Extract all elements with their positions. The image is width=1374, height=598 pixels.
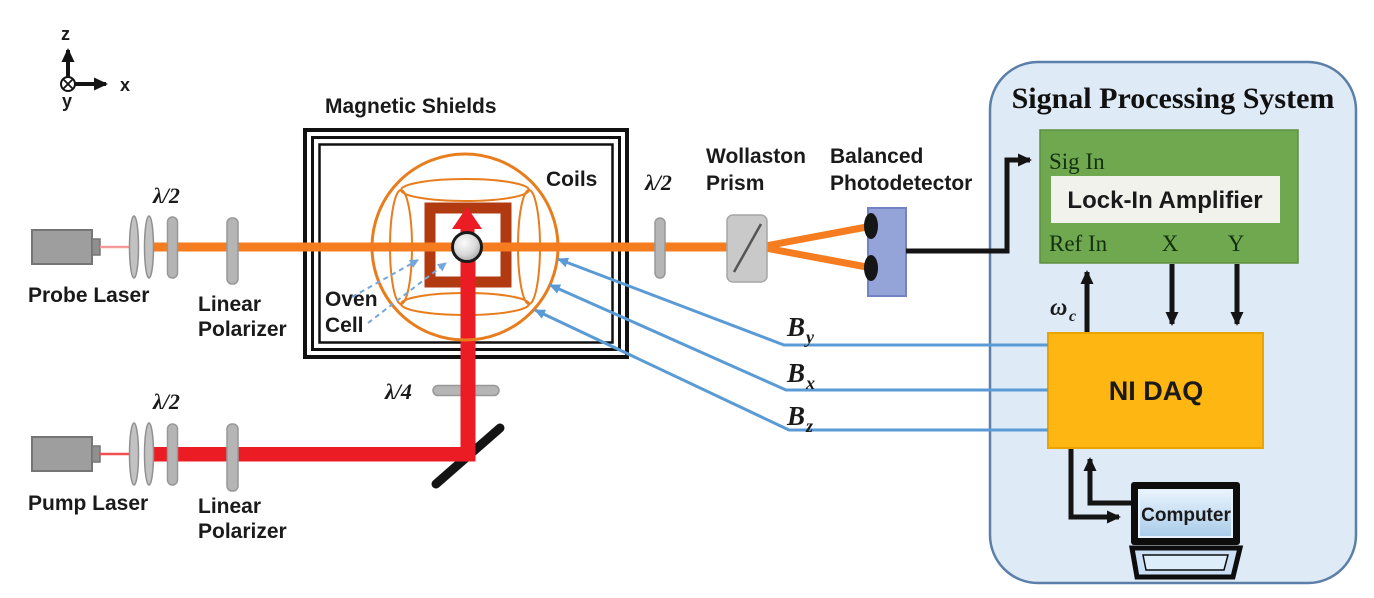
z-axis-label: z — [61, 24, 70, 44]
computer: Computer — [1129, 482, 1244, 580]
bx-symbol: B — [786, 358, 805, 388]
lockin-sig-in-label: Sig In — [1049, 149, 1105, 174]
oven-label: Oven — [325, 288, 378, 311]
computer-label: Computer — [1141, 505, 1231, 526]
lockin-y-output-label: Y — [1228, 231, 1245, 256]
pump-arm: λ/2 λ/4 Pump Laser Linear Polarizer — [28, 247, 505, 543]
detection-hwp-label: λ/2 — [644, 170, 672, 195]
probe-laser-label: Probe Laser — [28, 284, 149, 307]
probe-arm: λ/2 Probe Laser Linear Polarizer — [28, 183, 873, 341]
vapor-cell — [451, 231, 483, 263]
vapor-cell-group — [451, 207, 483, 263]
cell-label: Cell — [325, 314, 364, 337]
bx-subscript: x — [805, 373, 815, 393]
bz-drive-line — [534, 308, 1048, 432]
cell-pointer-arrow — [367, 262, 447, 324]
probe-polarizer-label-1: Linear — [198, 293, 261, 316]
omega-c-label: ω — [1050, 295, 1067, 321]
coil-drive-lines: B y B x B z — [534, 257, 1048, 436]
probe-laser-aperture — [91, 238, 101, 256]
detection-optics: λ/2 Wollaston Prism Balanced Photodetect… — [644, 145, 972, 297]
split-beam-upper — [759, 222, 873, 251]
x-axis-label: x — [120, 75, 130, 95]
magnetic-shields-label: Magnetic Shields — [325, 95, 497, 118]
probe-polarizer-label-2: Polarizer — [198, 318, 287, 341]
pump-hwp-label: λ/2 — [152, 389, 180, 414]
pump-linear-polarizer — [226, 423, 239, 492]
by-symbol: B — [786, 312, 805, 342]
pump-polarizer-label-2: Polarizer — [198, 520, 287, 543]
by-drive-line — [557, 257, 1048, 347]
pump-laser-body — [31, 436, 93, 472]
by-label: B y — [786, 312, 815, 347]
detector-label-1: Balanced — [830, 145, 923, 168]
coil-top-ellipse — [400, 178, 530, 202]
ni-daq-box — [1047, 332, 1264, 449]
photodetector-port-lower — [864, 255, 878, 281]
wollaston-label-1: Wollaston — [706, 145, 806, 168]
processing-title: Signal Processing System — [1012, 82, 1335, 115]
coordinate-axes: z x y — [60, 24, 130, 111]
y-axis-label: y — [62, 91, 72, 111]
detection-half-wave-plate — [654, 217, 666, 279]
oven-pointer-arrow — [351, 259, 419, 298]
computer-to-daq-arrow — [1083, 457, 1132, 506]
lockin-x-output-label: X — [1162, 231, 1179, 256]
ni-daq-label: NI DAQ — [1109, 376, 1204, 406]
lockin-title: Lock-In Amplifier — [1067, 187, 1262, 214]
y-axis-cross-2 — [62, 78, 74, 90]
pump-half-wave-plate — [166, 423, 179, 486]
lockin-name-plate — [1051, 176, 1280, 223]
omega-c-subscript: c — [1069, 308, 1076, 325]
probe-half-wave-plate — [166, 216, 179, 279]
by-subscript: y — [804, 327, 815, 347]
probe-lens-1 — [128, 215, 140, 279]
pump-laser-aperture — [91, 445, 101, 463]
laptop-screen — [1138, 489, 1233, 538]
split-beam-lower — [759, 243, 873, 272]
laptop-keyboard-inner — [1142, 554, 1229, 571]
coils-label: Coils — [546, 168, 597, 191]
bz-label: B z — [786, 401, 813, 436]
pump-lens-2 — [143, 422, 155, 486]
wollaston-prism-diagonal — [732, 223, 763, 273]
photodetector-port-upper — [864, 213, 878, 239]
bx-drive-line — [549, 283, 1048, 392]
pump-beam-vertical — [460, 247, 476, 462]
pump-lens-1 — [128, 422, 140, 486]
lockin-ref-in-label: Ref In — [1049, 231, 1108, 256]
pump-polarizer-label-1: Linear — [198, 495, 261, 518]
probe-laser-body — [31, 229, 93, 265]
detector-label-2: Photodetector — [830, 172, 972, 195]
bx-label: B x — [786, 358, 815, 393]
daq-to-computer-arrow — [1068, 449, 1121, 524]
bz-subscript: z — [805, 416, 813, 436]
probe-hwp-label: λ/2 — [152, 183, 180, 208]
probe-beam-main — [152, 242, 740, 252]
pump-direction-arrowhead — [452, 207, 482, 229]
shield-interior-labels: Coils Oven Cell — [325, 168, 597, 337]
wollaston-label-2: Prism — [706, 172, 764, 195]
detector-signal-wire — [906, 153, 1032, 254]
signal-processing-system: Signal Processing System Sig In Lock-In … — [988, 60, 1358, 585]
pump-laser-label: Pump Laser — [28, 492, 148, 515]
pump-beam-horizontal — [152, 447, 468, 462]
probe-lens-2 — [143, 215, 155, 279]
pump-qwp-label: λ/4 — [384, 379, 412, 404]
probe-linear-polarizer — [226, 217, 239, 285]
bz-symbol: B — [786, 401, 805, 431]
